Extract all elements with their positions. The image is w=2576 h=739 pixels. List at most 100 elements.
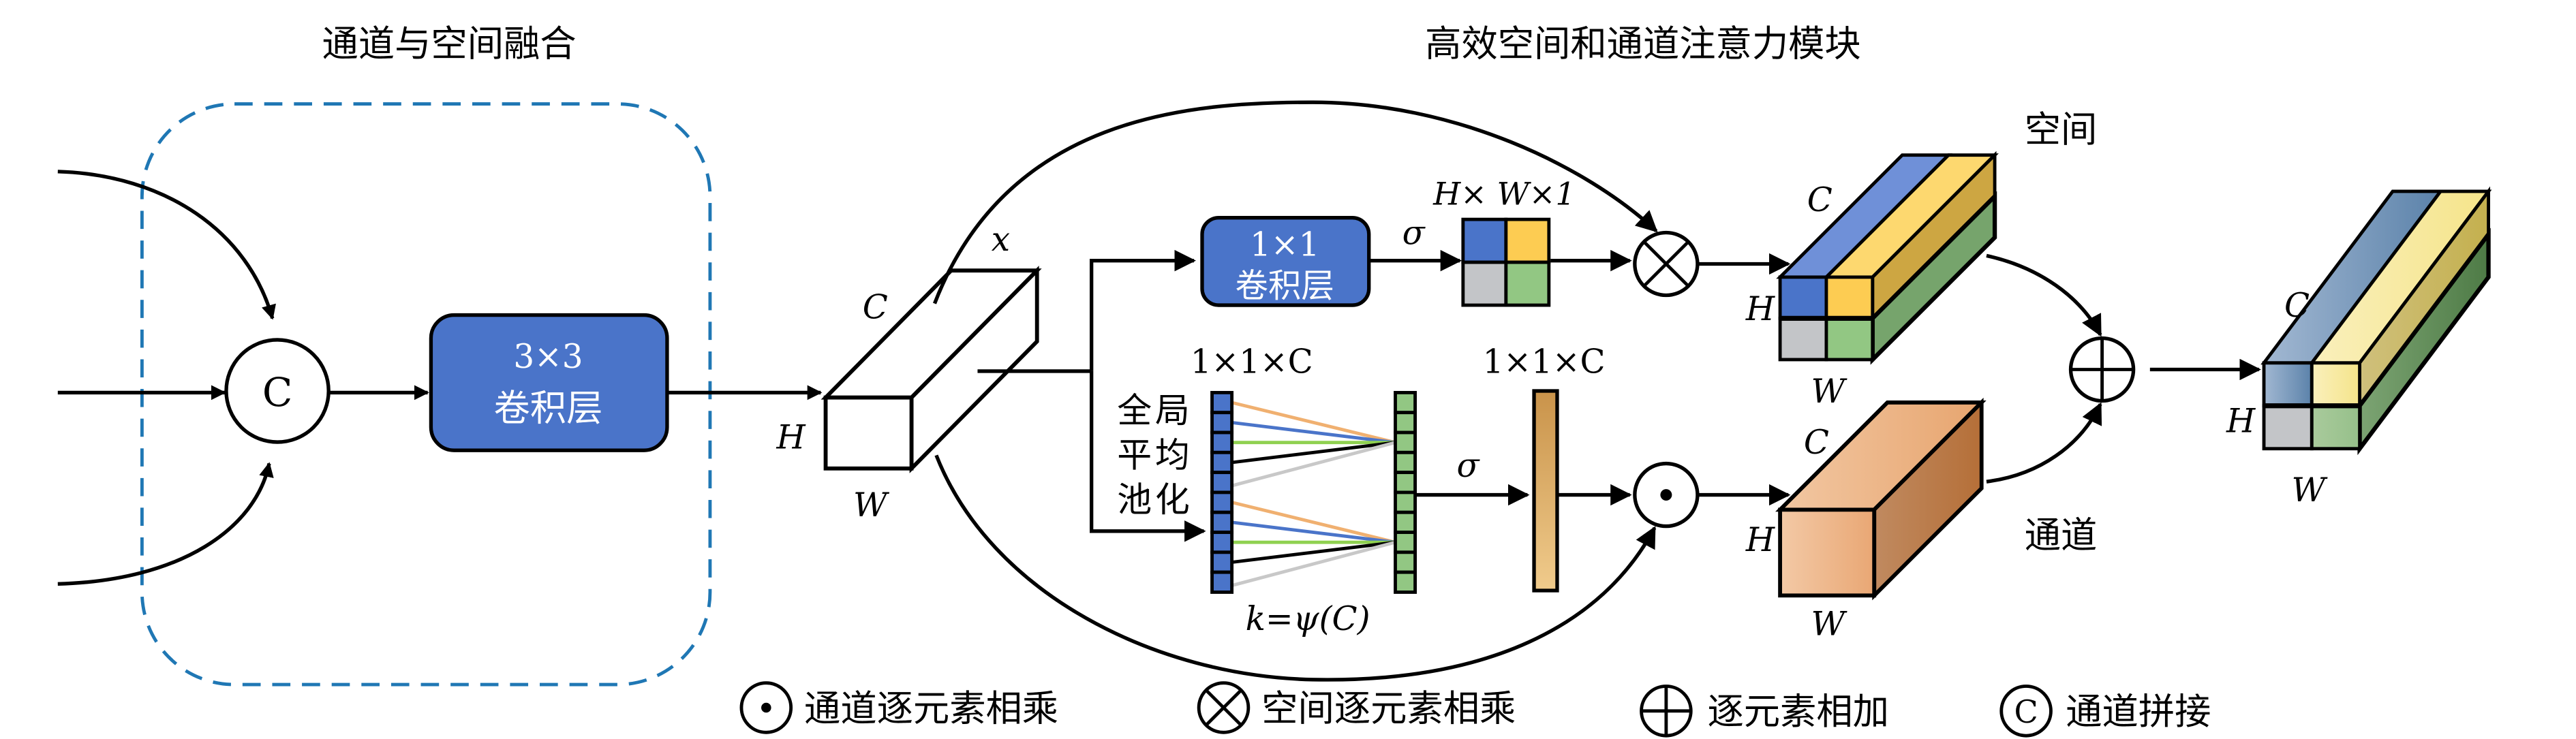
to-conv1-arrow (1089, 249, 1197, 371)
channel-skip-arc (934, 454, 1657, 682)
channel-out-h: H (1745, 521, 1776, 559)
output-vector-cell (1394, 390, 1417, 415)
output-vector-cell (1394, 411, 1417, 435)
final-output-tensor (2260, 186, 2492, 456)
channel-output-tensor (1775, 397, 1987, 601)
spatial-map-cell (1461, 260, 1508, 307)
legend-label: 逐元素相加 (1707, 691, 1888, 733)
channel-label: 通道 (2025, 514, 2098, 556)
output-vector-cell (1394, 450, 1417, 475)
tensor-w-label: W (853, 486, 890, 524)
front-cell (1824, 275, 1875, 320)
tensor-c-label: C (863, 288, 888, 326)
front-cell (2262, 361, 2314, 408)
fusion-title: 通道与空间融合 (322, 22, 577, 65)
front-cell (2310, 361, 2361, 408)
pooled-vector-cell (1210, 570, 1234, 594)
conv3x3-layer-label: 卷积层 (494, 388, 603, 430)
legend-item-spatial-mul: 空间逐元素相乘 (1197, 681, 1516, 734)
spatial-sigma-label: σ (1402, 214, 1426, 252)
output-vector-cell (1394, 570, 1417, 594)
tensor-h-label: H (776, 419, 807, 457)
conv3x3-kernel-label: 3×3 (513, 338, 583, 376)
legend-item-channel-mul: 通道逐元素相乘 (739, 681, 1058, 734)
pooled-vector-cell (1210, 471, 1234, 494)
vector-out-dims: 1×1×C (1483, 343, 1606, 381)
to-gap-arrow (1089, 371, 1206, 542)
elementwise-add-node (2068, 336, 2136, 403)
concat-symbol: C (262, 369, 292, 415)
concat-icon: C (1999, 685, 2053, 738)
kernel-weight-line (1231, 441, 1396, 465)
output-vector-cell (1394, 510, 1417, 534)
pooled-vector-cell (1210, 430, 1234, 454)
pooled-vector (1210, 390, 1234, 594)
gap-char-4: 均 (1155, 435, 1190, 475)
spatial-out-c: C (1807, 181, 1833, 219)
front-cell (1824, 317, 1875, 362)
legend-label: 空间逐元素相乘 (1261, 687, 1516, 729)
conv1d-output-vector (1394, 390, 1417, 594)
legend-item-concat: C 通道拼接 (1999, 685, 2211, 738)
legend-label: 通道拼接 (2066, 691, 2211, 733)
pooled-vector-cell (1210, 490, 1234, 514)
input-tensor (821, 266, 1042, 473)
channel-out-w: W (1811, 605, 1847, 643)
conv1x1-block: 1×1 卷积层 (1200, 216, 1371, 307)
front-cell (1778, 275, 1828, 320)
spatial-out-h: H (1745, 290, 1776, 328)
kernel-weight-line (1231, 441, 1396, 488)
spatial-map-cell (1504, 217, 1551, 264)
front-cell (2262, 404, 2314, 451)
tensor-x-label: x (992, 221, 1010, 259)
output-c-label: C (2284, 287, 2310, 325)
legend-label: 通道逐元素相乘 (804, 687, 1058, 729)
output-h-label: H (2226, 403, 2256, 441)
channel-mul-icon (739, 681, 793, 734)
spatial-map-cell (1461, 217, 1508, 264)
kernel-weight-line (1231, 540, 1396, 587)
spatial-map-dims: H× W×1 (1432, 175, 1576, 212)
spatial-attention-map (1461, 217, 1551, 307)
spatial-label: 空间 (2025, 108, 2098, 151)
concat-node: C (224, 338, 331, 444)
spatial-mul-icon (1197, 681, 1251, 734)
input-arrow-bottom (57, 462, 274, 586)
elementwise-add-icon (1640, 685, 1693, 738)
spatial-out-w: W (1811, 373, 1847, 411)
channel-weight-bar (1532, 389, 1559, 593)
kernel-size-formula: k=ψ(C) (1246, 600, 1370, 638)
kernel-weight-line (1231, 501, 1396, 544)
channel-to-add-arrow (1986, 402, 2102, 484)
output-vector-cell (1394, 550, 1417, 574)
gap-char-5: 池 (1117, 479, 1152, 520)
channel-out-c: C (1804, 424, 1829, 462)
channel-mul-node (1633, 461, 1700, 529)
spatial-output-tensor (1776, 151, 1999, 365)
pooled-vector-cell (1210, 550, 1234, 574)
pooled-vector-cell (1210, 390, 1234, 415)
input-arrow-top (57, 170, 276, 320)
front-cell (1778, 317, 1828, 362)
output-vector-cell (1394, 490, 1417, 514)
svg-text:C: C (2014, 693, 2038, 730)
spatial-skip-arc (932, 100, 1658, 304)
vector-in-dims: 1×1×C (1191, 343, 1313, 381)
output-vector-cell (1394, 531, 1417, 554)
spatial-map-cell (1504, 260, 1551, 307)
conv3x3-block: 3×3 卷积层 (429, 313, 669, 452)
gap-char-3: 平 (1117, 435, 1152, 475)
pooled-vector-cell (1210, 450, 1234, 475)
attention-title: 高效空间和通道注意力模块 (1425, 22, 1861, 65)
kernel-weight-line (1231, 400, 1396, 445)
gap-label: 全 局 平 均 池 化 (1117, 390, 1190, 520)
eca-kernel-connections (1231, 400, 1396, 587)
pooled-vector-cell (1210, 411, 1234, 435)
kernel-weight-line (1231, 420, 1396, 445)
front-cell (2310, 404, 2361, 451)
legend: 通道逐元素相乘 空间逐元素相乘 逐元素相加 C 通道拼接 (739, 681, 2211, 738)
gap-char-1: 全 (1117, 390, 1152, 430)
output-vector-cell (1394, 430, 1417, 454)
pooled-vector-cell (1210, 531, 1234, 554)
